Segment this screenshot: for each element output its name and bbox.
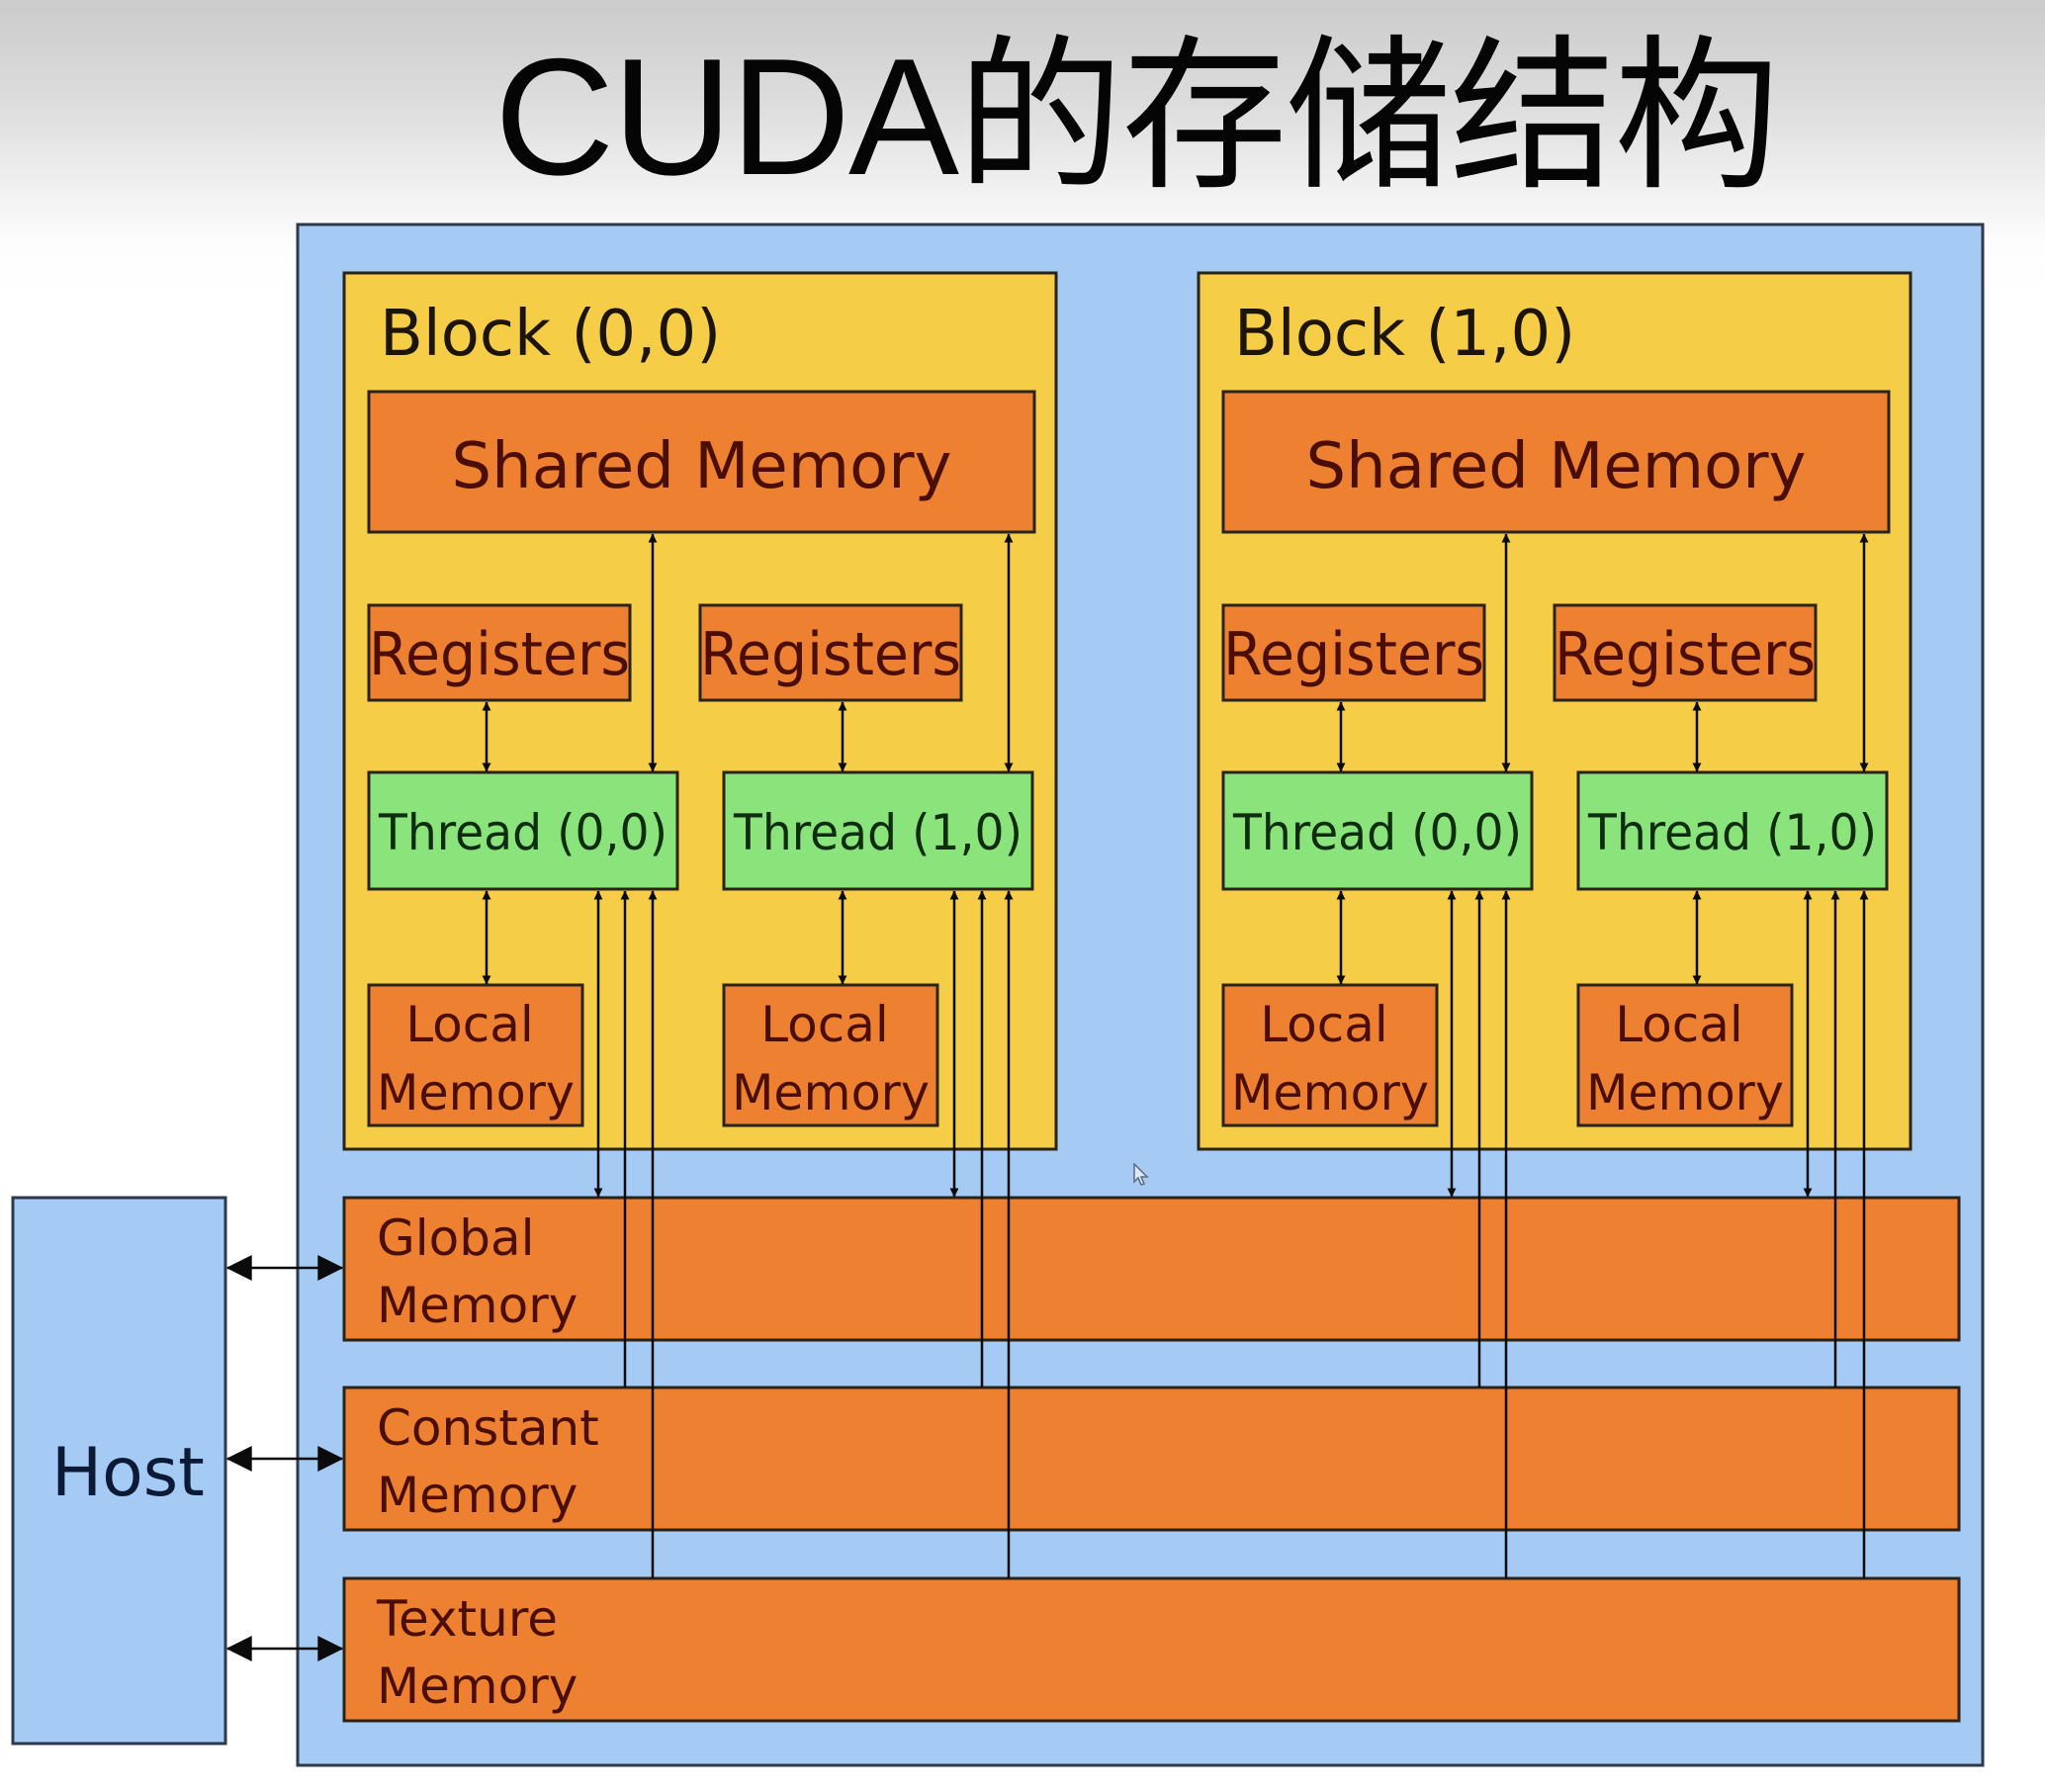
constant-memory-box xyxy=(342,1386,1961,1532)
texture-memory-label-line1: Texture xyxy=(376,1590,558,1648)
local-memory-label-line1: Local xyxy=(760,996,889,1053)
mouse-pointer-icon xyxy=(1133,1163,1149,1186)
arrows-layer xyxy=(225,533,1869,1661)
blocks-layer: Block (0,0) Shared MemoryRegistersThread … xyxy=(342,271,1912,1151)
block-label: Block (0,0) xyxy=(380,298,721,371)
local-memory-label-line2: Memory xyxy=(1586,1064,1784,1121)
local-memory-label-line2: Memory xyxy=(1231,1064,1429,1121)
constant-memory-label-line1: Constant xyxy=(377,1399,599,1457)
thread-label: Thread (0,0) xyxy=(1232,804,1522,861)
thread-label: Thread (1,0) xyxy=(1587,804,1877,861)
registers-label: Registers xyxy=(1223,620,1484,689)
constant-memory-label-line2: Memory xyxy=(377,1467,578,1524)
page-title: CUDA的存储结构 xyxy=(494,24,1780,210)
shared-memory-box xyxy=(367,390,1036,534)
local-memory-label-line1: Local xyxy=(405,996,534,1053)
shared-memory-label: Shared Memory xyxy=(452,430,952,503)
host: Host xyxy=(11,1196,227,1746)
host-label: Host xyxy=(51,1434,205,1512)
thread-label: Thread (0,0) xyxy=(378,804,667,861)
host-box xyxy=(11,1196,227,1746)
block-0: Block (0,0) Shared MemoryRegistersThread … xyxy=(342,271,1058,1151)
global-memory-box xyxy=(342,1196,1961,1342)
global-memory-label-line2: Memory xyxy=(377,1277,578,1334)
local-memory-label-line2: Memory xyxy=(377,1064,575,1121)
registers-box xyxy=(698,603,963,702)
texture-memory-label-line2: Memory xyxy=(377,1658,578,1715)
local-memory-box xyxy=(367,983,584,1127)
thread-label: Thread (1,0) xyxy=(733,804,1022,861)
local-memory-label-line1: Local xyxy=(1615,996,1743,1053)
local-memory-label-line1: Local xyxy=(1260,996,1388,1053)
texture-memory-box xyxy=(342,1576,1961,1723)
local-memory-box xyxy=(1221,983,1439,1127)
thread-box xyxy=(722,770,1034,891)
global-memory-label-line1: Global xyxy=(377,1210,535,1267)
registers-label: Registers xyxy=(700,620,961,689)
registers-label: Registers xyxy=(1555,620,1816,689)
local-memory-box xyxy=(1576,983,1794,1127)
block-label: Block (1,0) xyxy=(1234,298,1575,371)
thread-box xyxy=(1221,770,1534,891)
thread-box xyxy=(367,770,679,891)
registers-box xyxy=(1553,603,1818,702)
shared-memory-box xyxy=(1221,390,1891,534)
local-memory-box xyxy=(722,983,939,1127)
thread-box xyxy=(1576,770,1889,891)
registers-label: Registers xyxy=(369,620,630,689)
shared-memory-label: Shared Memory xyxy=(1306,430,1807,503)
local-memory-label-line2: Memory xyxy=(732,1064,930,1121)
block-1: Block (1,0) Shared MemoryRegistersThread … xyxy=(1197,271,1912,1151)
registers-box xyxy=(367,603,632,702)
registers-box xyxy=(1221,603,1486,702)
